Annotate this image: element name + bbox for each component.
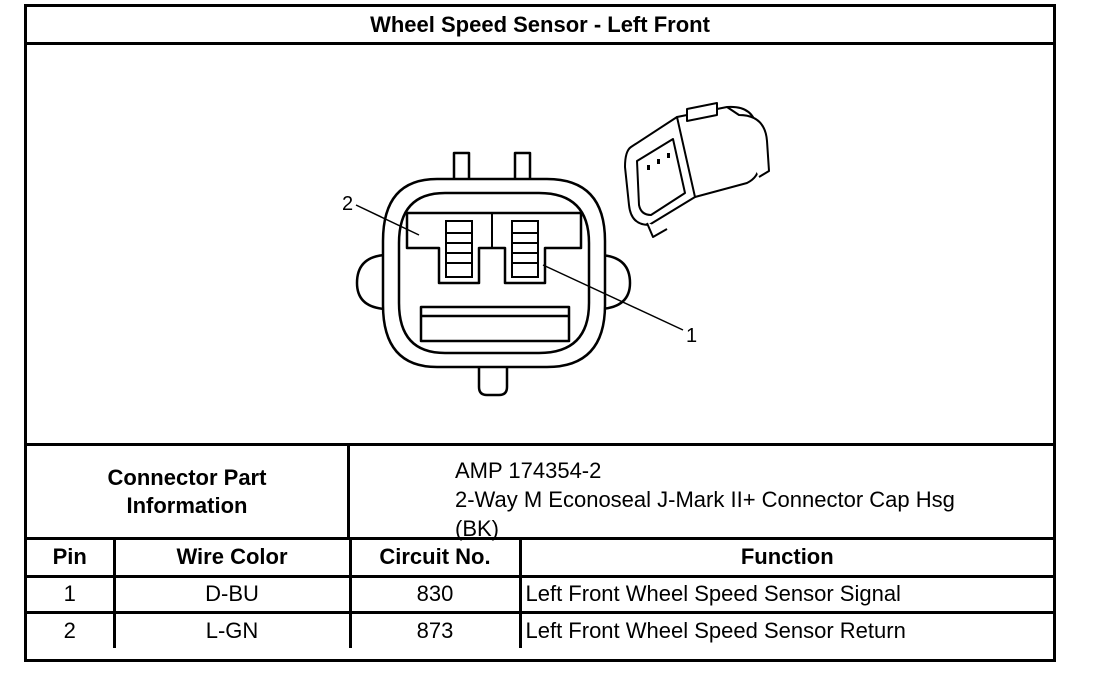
callout-pin-2: 2 [342,193,353,215]
cell-circuit-no: 873 [348,610,522,648]
header-pin: Pin [27,540,116,578]
part-description-line2: (BK) [455,516,499,541]
cell-wire-color: D-BU [112,574,352,614]
callout-pin-1: 1 [686,325,697,347]
table-row: 2 L-GN 873 Left Front Wheel Speed Sensor… [27,610,1053,648]
cell-circuit-no: 830 [348,574,522,614]
info-label-line1: Connector Part [107,464,267,490]
cell-pin: 1 [27,574,116,614]
part-description-line1: 2-Way M Econoseal J-Mark II+ Connector C… [455,487,955,512]
info-label-line2: Information [126,492,248,518]
pin-table: Pin Wire Color Circuit No. Function 1 D-… [27,540,1053,648]
pin-table-header: Pin Wire Color Circuit No. Function [27,540,1053,578]
page-title: Wheel Speed Sensor - Left Front [27,7,1053,45]
cell-pin: 2 [27,610,116,648]
connector-diagram: 2 1 [27,45,1053,443]
part-number: AMP 174354-2 [455,458,602,483]
cell-function: Left Front Wheel Speed Sensor Return [518,610,1053,648]
header-circuit-no: Circuit No. [348,540,522,578]
connector-isometric-icon [624,102,770,238]
cell-wire-color: L-GN [112,610,352,648]
table-row: 1 D-BU 830 Left Front Wheel Speed Sensor… [27,574,1053,614]
connector-part-info: Connector Part Information AMP 174354-2 … [27,443,1053,541]
connector-part-info-label: Connector Part Information [27,446,350,537]
cell-function: Left Front Wheel Speed Sensor Signal [518,574,1053,614]
connector-face-view-icon: 2 1 [342,102,770,397]
header-wire-color: Wire Color [112,540,352,578]
header-function: Function [518,540,1053,578]
connector-sheet: Wheel Speed Sensor - Left Front [24,4,1056,662]
connector-part-info-value: AMP 174354-2 2-Way M Econoseal J-Mark II… [350,446,1053,541]
